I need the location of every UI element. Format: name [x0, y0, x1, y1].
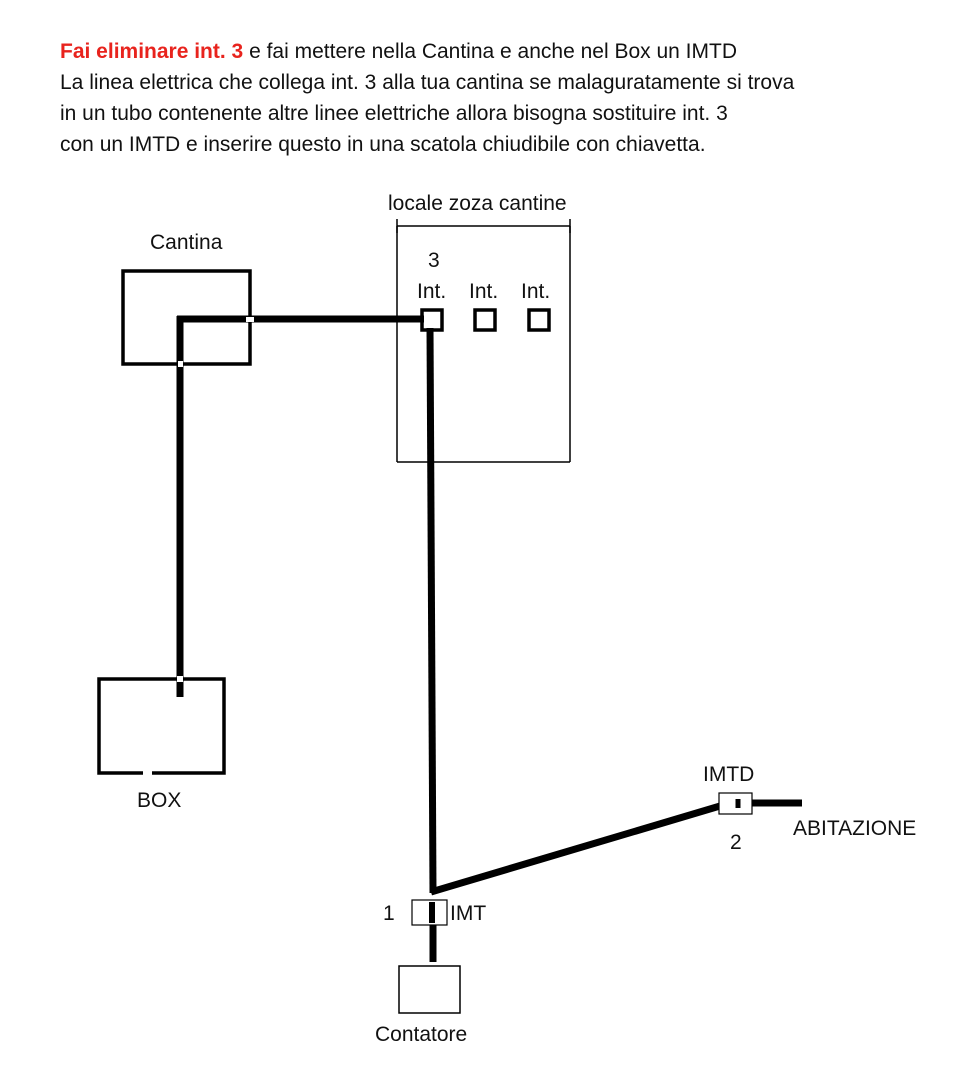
- highlighted-warning: Fai eliminare int. 3: [60, 40, 244, 63]
- instruction-line-1-rest: e fai mettere nella Cantina e anche nel …: [243, 40, 738, 63]
- locale-title: locale zoza cantine: [388, 192, 567, 215]
- imtd-label: IMTD: [703, 763, 754, 786]
- instructions-paragraph: Fai eliminare int. 3 e fai mettere nella…: [60, 36, 960, 160]
- wire-gaps: [143, 317, 254, 776]
- box-label: BOX: [137, 789, 181, 812]
- switch-number-3: 3: [428, 249, 440, 272]
- instruction-line-2: La linea elettrica che collega int. 3 al…: [60, 71, 795, 94]
- switch-int-3: [420, 308, 444, 332]
- abitazione-label: ABITAZIONE: [793, 817, 916, 840]
- switch-int-1: [527, 308, 551, 332]
- locale-enclosure: [396, 219, 571, 463]
- imt-label: IMT: [450, 902, 486, 925]
- imtd-number: 2: [730, 831, 742, 854]
- switch-label-3: Int.: [521, 280, 550, 303]
- switch-int-2: [473, 308, 497, 332]
- contatore-box: [398, 965, 461, 1014]
- contatore-label: Contatore: [375, 1023, 467, 1046]
- wire-int3-to-imt: [426, 327, 437, 894]
- instruction-line-1: Fai eliminare int. 3 e fai mettere nella…: [60, 36, 960, 67]
- wires: [176, 315, 802, 962]
- switch-label-2: Int.: [469, 280, 498, 303]
- instruction-line-4: con un IMTD e inserire questo in una sca…: [60, 133, 706, 156]
- garage-box: [97, 677, 226, 775]
- switch-label-1: Int.: [417, 280, 446, 303]
- instruction-line-3: in un tubo contenente altre linee elettr…: [60, 102, 728, 125]
- imt-number: 1: [383, 902, 395, 925]
- cantina-label: Cantina: [150, 231, 223, 254]
- wire-imt-to-imtd: [430, 802, 721, 896]
